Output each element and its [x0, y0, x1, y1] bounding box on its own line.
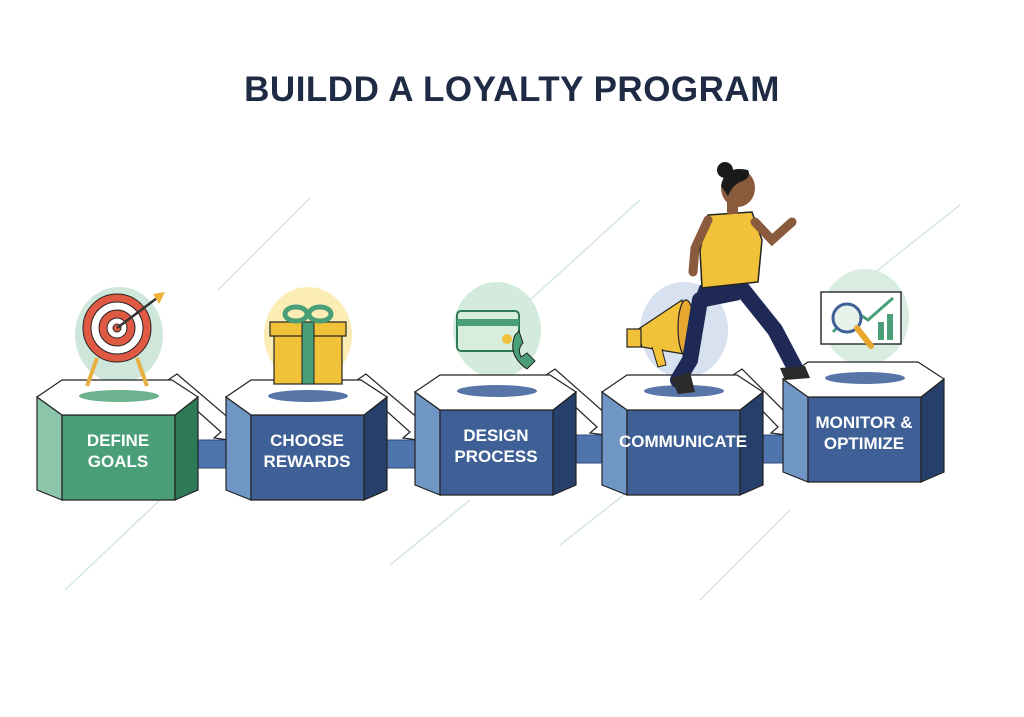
step-block-5: MONITOR & OPTIMIZE — [781, 269, 946, 483]
target-icon — [82, 292, 165, 387]
block-front-face — [626, 409, 741, 496]
background-line — [529, 199, 641, 301]
pedestal-disc — [457, 385, 537, 397]
card-phone-icon — [456, 310, 536, 370]
background-line — [389, 499, 471, 566]
step-block-4: COMMUNICATE — [600, 282, 816, 496]
pedestal-disc — [268, 390, 348, 402]
page-title: BUILDD A LOYALTY PROGRAM — [244, 70, 780, 109]
step-label: DESIGN PROCESS — [454, 426, 537, 466]
step-label-line: COMMUNICATE — [619, 432, 747, 451]
runner-figure-icon — [670, 162, 810, 394]
step-block-3: DESIGN PROCESS — [413, 282, 635, 496]
step-label: CHOOSE REWARDS — [264, 431, 351, 471]
chart-board-icon — [820, 291, 902, 349]
step-label: DEFINE GOALS — [87, 431, 149, 471]
step-label-line: MONITOR & — [816, 413, 913, 432]
step-block-1: DEFINE GOALS — [35, 287, 259, 501]
step-label-line: DEFINE — [87, 431, 149, 450]
step-label: MONITOR & OPTIMIZE — [816, 413, 913, 453]
background-line — [64, 499, 161, 591]
step-label-line: OPTIMIZE — [824, 434, 904, 453]
background-line — [699, 509, 791, 601]
step-label-line: GOALS — [88, 452, 148, 471]
step-label-line: DESIGN — [463, 426, 528, 445]
megaphone-icon — [626, 298, 695, 368]
step-block-2: CHOOSE REWARDS — [224, 287, 448, 501]
step-label-line: CHOOSE — [270, 431, 344, 450]
step-label: COMMUNICATE — [619, 432, 747, 451]
step-label-line: PROCESS — [454, 447, 537, 466]
gift-icon — [269, 304, 347, 385]
step-label-line: REWARDS — [264, 452, 351, 471]
background-line — [217, 197, 311, 291]
pedestal-disc — [79, 390, 159, 402]
background-line — [559, 489, 631, 546]
pedestal-disc — [825, 372, 905, 384]
